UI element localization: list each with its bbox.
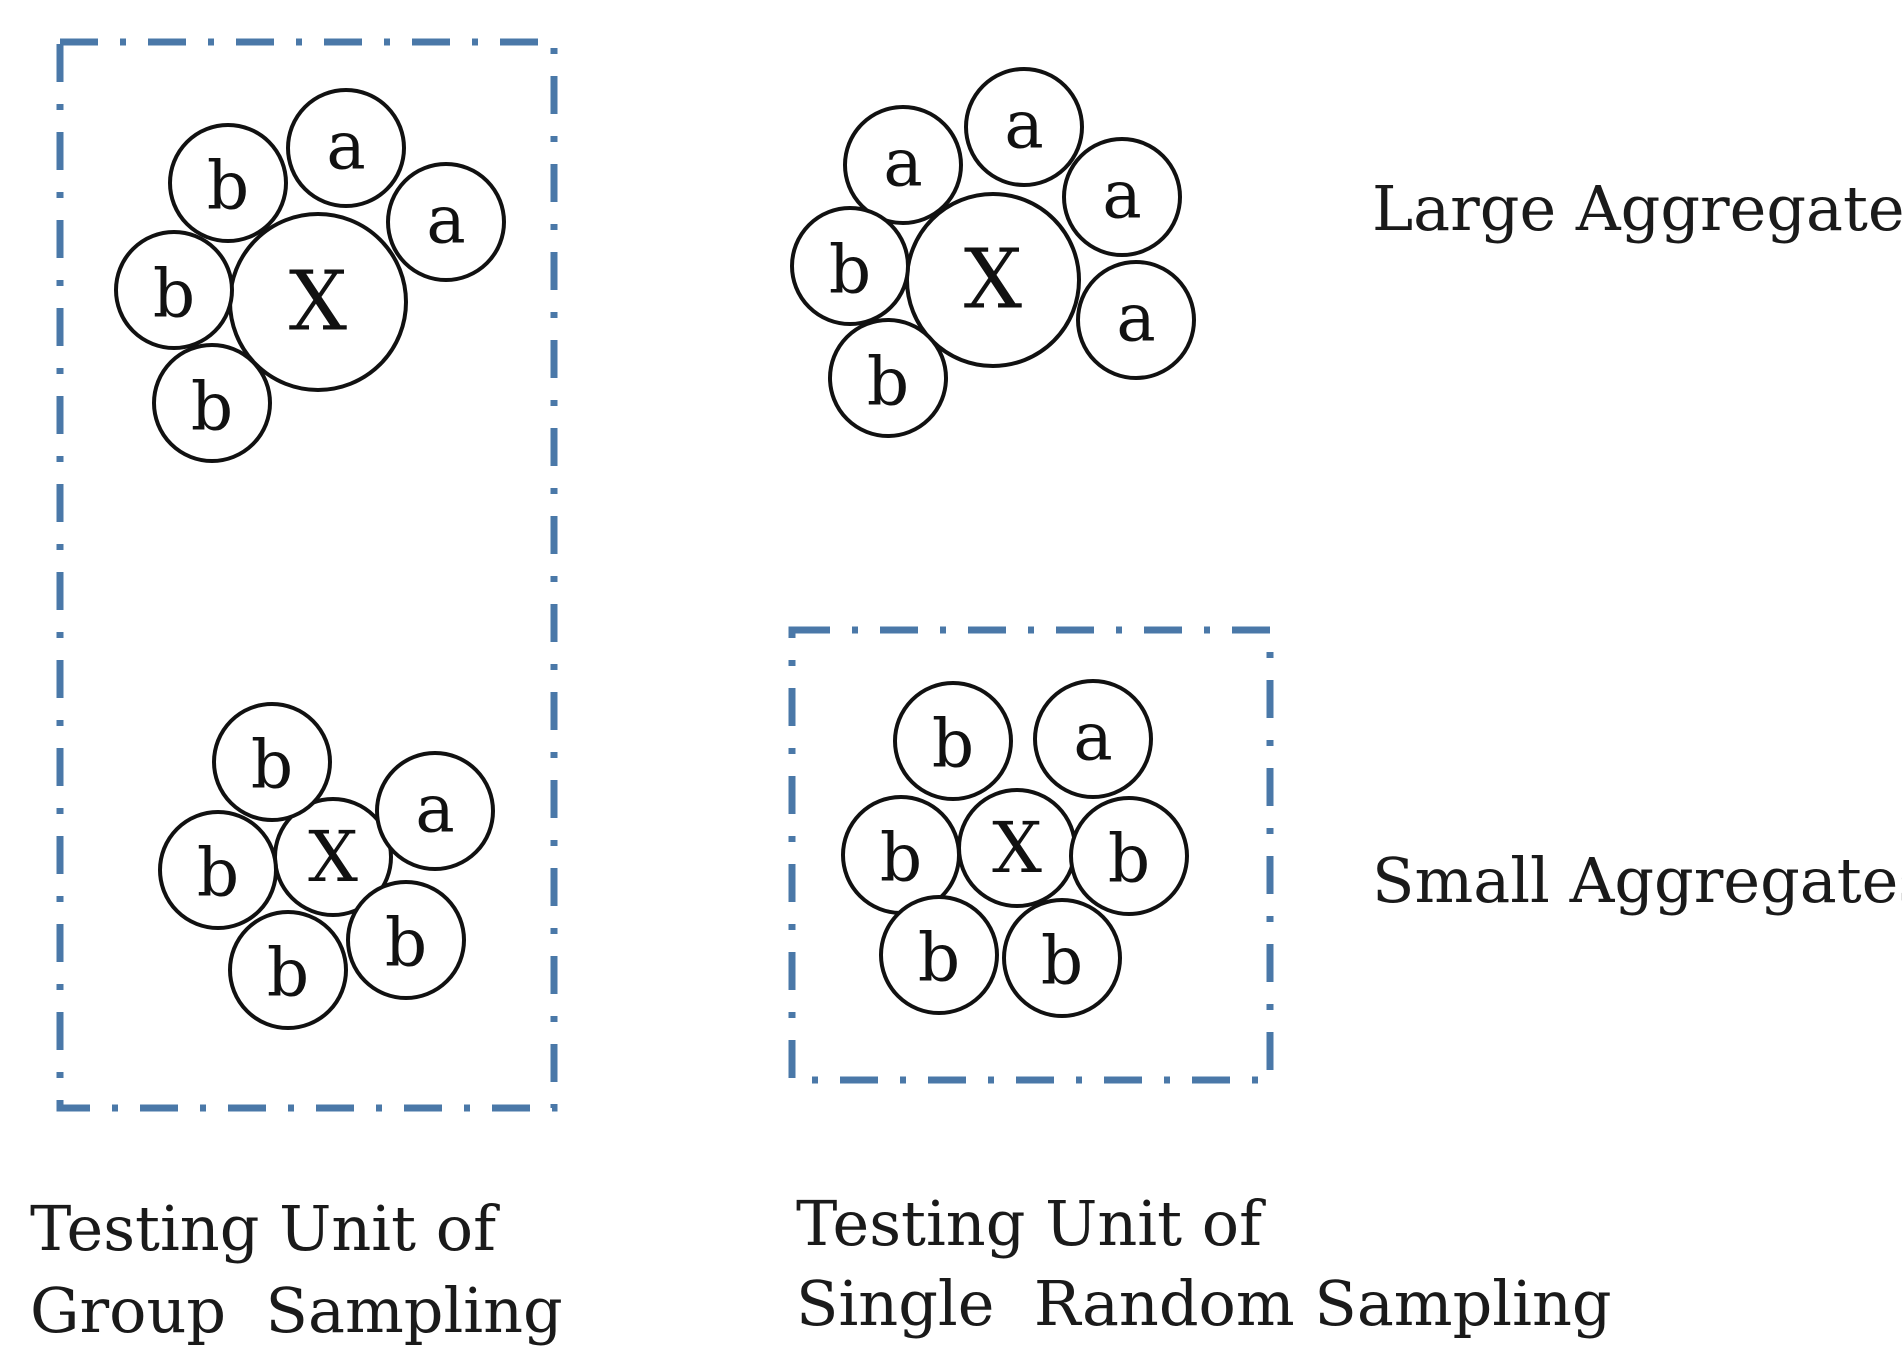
- single-sampling-caption-line2: Single Random Sampling: [796, 1267, 1612, 1340]
- svg-text:a: a: [1102, 157, 1141, 234]
- particle: a: [386, 162, 506, 282]
- svg-text:b: b: [867, 344, 909, 421]
- svg-text:X: X: [964, 233, 1022, 328]
- particle: b: [828, 318, 948, 438]
- single-small-aggregate: X b a b b b b: [841, 679, 1189, 1018]
- group-sampling-caption-line1: Testing Unit of: [30, 1192, 500, 1265]
- particle: b: [790, 206, 910, 326]
- particle: a: [286, 88, 406, 208]
- svg-text:X: X: [289, 255, 347, 350]
- svg-text:b: b: [1041, 923, 1083, 1000]
- single-sampling-unit-box: [788, 626, 1274, 1084]
- single-sampling-caption-line1: Testing Unit of: [796, 1187, 1266, 1260]
- svg-text:b: b: [267, 935, 309, 1012]
- group-large-aggregate: X b a a b b: [114, 88, 506, 463]
- svg-text:b: b: [251, 727, 293, 804]
- svg-text:b: b: [1108, 821, 1150, 898]
- group-small-aggregate: X b a b b b: [158, 702, 495, 1030]
- central-particle: X: [957, 788, 1077, 908]
- single-large-aggregate: X a a a b a b: [790, 67, 1196, 438]
- central-particle: X: [228, 212, 408, 392]
- particle: a: [1076, 260, 1196, 380]
- svg-text:b: b: [153, 256, 195, 333]
- svg-text:a: a: [1116, 280, 1155, 357]
- particle: b: [212, 702, 332, 822]
- svg-text:a: a: [415, 771, 454, 848]
- particle: b: [879, 895, 999, 1015]
- particle: a: [964, 67, 1084, 187]
- small-aggregates-label: Small Aggregates: [1372, 844, 1902, 917]
- group-sampling-unit-box: [56, 38, 558, 1112]
- svg-text:X: X: [308, 816, 358, 898]
- svg-text:b: b: [918, 920, 960, 997]
- svg-text:b: b: [207, 148, 249, 225]
- svg-text:b: b: [932, 706, 974, 783]
- central-particle: X: [273, 797, 393, 917]
- particle: a: [1062, 137, 1182, 257]
- svg-text:a: a: [1004, 87, 1043, 164]
- svg-text:a: a: [326, 108, 365, 185]
- particle: b: [228, 910, 348, 1030]
- svg-text:b: b: [880, 820, 922, 897]
- particle: b: [152, 343, 272, 463]
- large-aggregates-label: Large Aggregates: [1372, 172, 1902, 245]
- particle: b: [346, 880, 466, 1000]
- particle: a: [1033, 679, 1153, 799]
- svg-text:a: a: [883, 125, 922, 202]
- svg-text:b: b: [191, 369, 233, 446]
- svg-text:X: X: [992, 807, 1042, 889]
- particle: a: [843, 105, 963, 225]
- svg-text:a: a: [426, 182, 465, 259]
- particle: b: [893, 681, 1013, 801]
- svg-text:b: b: [197, 835, 239, 912]
- group-sampling-caption-line2: Group Sampling: [30, 1274, 563, 1347]
- particle: b: [168, 123, 288, 243]
- particle: b: [1002, 898, 1122, 1018]
- particle: a: [375, 751, 495, 871]
- particle: b: [158, 810, 278, 930]
- svg-text:b: b: [385, 905, 427, 982]
- particle: b: [114, 230, 234, 350]
- svg-text:b: b: [829, 232, 871, 309]
- svg-text:a: a: [1073, 699, 1112, 776]
- particle: b: [841, 795, 961, 915]
- particle: b: [1069, 796, 1189, 916]
